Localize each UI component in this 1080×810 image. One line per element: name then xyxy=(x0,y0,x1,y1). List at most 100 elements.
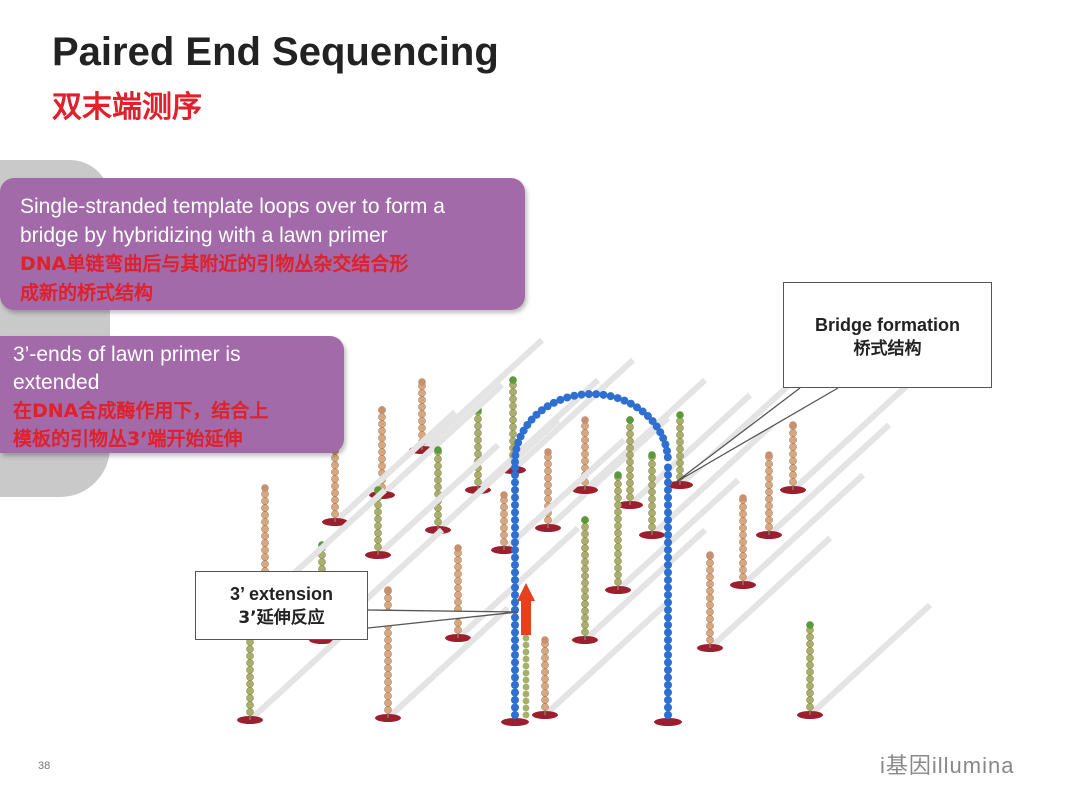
nucleotide-bead xyxy=(331,454,339,462)
bridge-bead xyxy=(511,628,519,637)
strand-tip xyxy=(544,448,552,456)
strand-tip xyxy=(739,494,747,502)
strand-shadow xyxy=(435,417,561,533)
nucleotide-bead xyxy=(246,673,254,681)
nucleotide-bead xyxy=(500,517,508,525)
callout-bridge-cn: 桥式结构 xyxy=(853,339,922,359)
nucleotide-bead xyxy=(706,629,714,637)
nucleotide-bead xyxy=(384,643,392,651)
strand-tip xyxy=(434,446,442,454)
nucleotide-bead xyxy=(331,482,339,490)
bridge-bead xyxy=(613,394,622,403)
nucleotide-bead xyxy=(765,509,773,517)
nucleotide-bead xyxy=(789,478,797,486)
nucleotide-bead xyxy=(626,486,634,494)
nucleotide-bead xyxy=(509,416,517,424)
nucleotide-bead xyxy=(384,594,392,602)
nucleotide-bead xyxy=(676,438,684,446)
bridge-bead xyxy=(511,643,519,652)
nucleotide-bead xyxy=(706,573,714,581)
nucleotide-bead xyxy=(581,586,589,594)
bridge-base-right xyxy=(654,718,682,726)
strand-shadow xyxy=(766,422,892,538)
primer-bead xyxy=(522,648,530,656)
bridge-bead xyxy=(511,583,519,592)
nucleotide-bead xyxy=(739,503,747,511)
bridge-bead xyxy=(511,658,519,667)
bridge-bead xyxy=(664,568,672,577)
strand-tip xyxy=(648,451,656,459)
nucleotide-bead xyxy=(384,671,392,679)
nucleotide-bead xyxy=(474,478,482,486)
nucleotide-bead xyxy=(581,544,589,552)
nucleotide-bead xyxy=(378,462,386,470)
nucleotide-bead xyxy=(581,443,589,451)
nucleotide-bead xyxy=(676,431,684,439)
nucleotide-bead xyxy=(418,403,426,411)
nucleotide-bead xyxy=(581,429,589,437)
bridge-bead xyxy=(664,621,672,629)
bridge-bead xyxy=(511,666,519,674)
nucleotide-bead xyxy=(806,689,814,697)
nucleotide-bead xyxy=(384,699,392,707)
bridge-bead xyxy=(512,445,521,454)
bridge-bead xyxy=(652,422,661,431)
nucleotide-bead xyxy=(261,504,269,512)
bridge-bead xyxy=(664,561,672,569)
strand-shadow xyxy=(375,442,501,558)
bridge-bead xyxy=(664,643,672,652)
nucleotide-bead xyxy=(374,508,382,516)
nucleotide-bead xyxy=(581,607,589,615)
bridge-bead xyxy=(511,523,519,532)
nucleotide-bead xyxy=(378,413,386,421)
bridge-bead xyxy=(664,703,672,712)
nucleotide-bead xyxy=(541,675,549,683)
nucleotide-bead xyxy=(246,708,254,716)
bridge-bead xyxy=(584,390,593,399)
nucleotide-bead xyxy=(434,455,442,463)
nucleotide-bead xyxy=(331,468,339,476)
callout-extension-en: 3’ extension xyxy=(229,584,334,604)
nucleotide-bead xyxy=(806,675,814,683)
nucleotide-bead xyxy=(544,481,552,489)
nucleotide-bead xyxy=(544,488,552,496)
nucleotide-bead xyxy=(454,619,462,627)
callout-extension-cn: 3’延伸反应 xyxy=(238,608,325,628)
nucleotide-bead xyxy=(246,694,254,702)
nucleotide-bead xyxy=(434,483,442,491)
nucleotide-bead xyxy=(509,402,517,410)
nucleotide-bead xyxy=(331,461,339,469)
bridge-bead xyxy=(606,392,615,401)
box1-line1: Single-stranded template loops over to f… xyxy=(20,195,445,218)
nucleotide-bead xyxy=(765,488,773,496)
bridge-bead xyxy=(511,621,519,629)
nucleotide-bead xyxy=(614,515,622,523)
bridge-bead xyxy=(549,398,558,407)
nucleotide-bead xyxy=(581,572,589,580)
bridge-base-left xyxy=(501,718,529,726)
bridge-bead xyxy=(511,576,519,584)
nucleotide-bead xyxy=(739,531,747,539)
bridge-bead xyxy=(664,628,672,637)
nucleotide-bead xyxy=(261,553,269,561)
bridge-bead xyxy=(664,463,672,472)
bridge-bead xyxy=(664,538,672,547)
nucleotide-bead xyxy=(500,538,508,546)
nucleotide-bead xyxy=(474,415,482,423)
nucleotide-bead xyxy=(261,560,269,568)
nucleotide-bead xyxy=(474,471,482,479)
nucleotide-bead xyxy=(500,531,508,539)
bridge-bead xyxy=(599,390,608,399)
nucleotide-bead xyxy=(541,703,549,711)
primer-bead xyxy=(522,711,530,719)
bridge-bead xyxy=(511,471,519,479)
bridge-bead xyxy=(514,438,523,447)
bridge-bead xyxy=(511,681,519,689)
strand-shadow xyxy=(332,409,458,525)
nucleotide-bead xyxy=(418,410,426,418)
bridge-bead xyxy=(664,508,672,517)
nucleotide-bead xyxy=(581,457,589,465)
nucleotide-bead xyxy=(614,508,622,516)
box1-cn1: DNA单链弯曲后与其附近的引物丛杂交结合形 xyxy=(20,253,409,275)
